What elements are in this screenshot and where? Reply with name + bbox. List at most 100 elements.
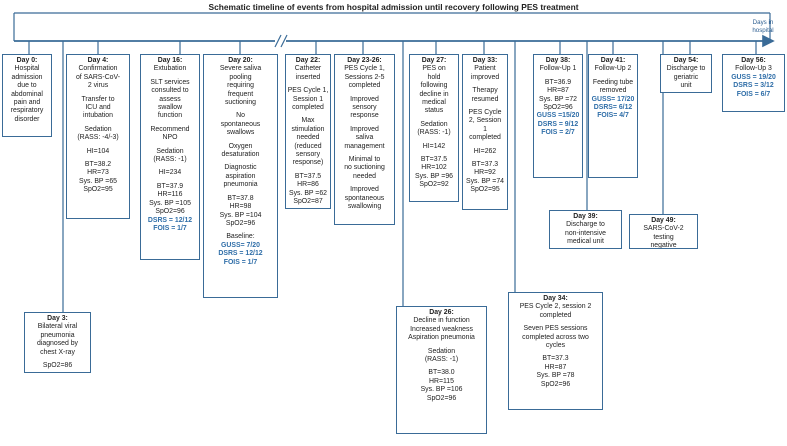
event-line: respiratory bbox=[10, 107, 44, 115]
event-line: Sys. BP =78 bbox=[536, 372, 575, 380]
event-line: Sedation bbox=[156, 147, 184, 155]
event-line: Sessions 2-5 bbox=[344, 73, 385, 81]
event-line: Aspiration pneumonia bbox=[408, 334, 475, 342]
event-line: Sedation bbox=[427, 347, 456, 355]
event-heading: Day 0: bbox=[16, 57, 38, 64]
event-line: function bbox=[157, 112, 183, 120]
event-line: HR=86 bbox=[297, 181, 319, 189]
event-line: HI=262 bbox=[473, 147, 497, 155]
event-line: SpO2=96 bbox=[225, 219, 256, 227]
event-line: HI=234 bbox=[158, 169, 182, 177]
event-heading: Day 33: bbox=[472, 57, 498, 64]
event-line: HI=142 bbox=[422, 142, 446, 150]
event-line: BT=37.3 bbox=[471, 161, 499, 169]
event-line: aspiration bbox=[225, 172, 256, 180]
event-line: decline in bbox=[419, 90, 449, 98]
event-line: Oxygen bbox=[228, 142, 253, 150]
event-line: PES on bbox=[422, 65, 446, 73]
timeline-break-mark-1 bbox=[274, 34, 282, 48]
event-score: GUSS =15/20 bbox=[536, 112, 580, 120]
event-line: PES Cycle bbox=[468, 109, 502, 117]
event-line: completed bbox=[469, 134, 501, 142]
event-line: Sys. BP =105 bbox=[149, 199, 191, 207]
event-line: no suctioning bbox=[344, 164, 385, 172]
event-score: FOIS = 1/7 bbox=[153, 224, 187, 232]
event-line: Sys. BP =62 bbox=[289, 189, 327, 197]
event-line: Recommend bbox=[150, 125, 190, 133]
event-line: Improved bbox=[350, 186, 379, 194]
event-line: spontaneous bbox=[344, 194, 385, 202]
event-line: SpO2=95 bbox=[83, 186, 113, 194]
event-line: chest X-ray bbox=[40, 348, 75, 356]
event-line: 2, Session bbox=[468, 117, 502, 125]
event-line: HI=104 bbox=[86, 147, 110, 155]
timeline-break-gap bbox=[275, 36, 286, 46]
event-line: Seven PES sessions bbox=[523, 325, 588, 333]
event-line: following bbox=[420, 82, 448, 90]
event-heading: Day 54: bbox=[673, 57, 699, 64]
event-line: sensory bbox=[295, 151, 321, 159]
event-line: diagnosed by bbox=[37, 340, 78, 348]
event-line: Session 1 bbox=[292, 95, 324, 103]
event-line: Discharge to bbox=[566, 221, 605, 229]
event-line: Confirmation bbox=[78, 65, 118, 73]
event-line: SpO2=96 bbox=[540, 380, 571, 388]
event-line: SpO2=96 bbox=[155, 208, 185, 216]
event-line: PES Cycle 1, bbox=[344, 65, 385, 73]
event-heading: Day 39: bbox=[573, 213, 598, 220]
event-score: GUSS = 19/20 bbox=[731, 73, 776, 81]
event-line: Discharge to bbox=[666, 65, 706, 73]
event-heading: Day 38: bbox=[545, 57, 571, 64]
event-line: medical unit bbox=[567, 238, 604, 246]
event-score: DSRS = 12/12 bbox=[218, 250, 263, 258]
event-line: (RASS: -4/-3) bbox=[77, 134, 119, 142]
event-heading: Day 49: bbox=[651, 217, 676, 224]
event-line: Transfer to bbox=[81, 95, 115, 103]
event-line: SpO2=86 bbox=[42, 362, 73, 370]
event-line: Sys. BP =72 bbox=[539, 95, 577, 103]
event-line: resumed bbox=[471, 95, 499, 103]
event-line: Catheter bbox=[294, 65, 322, 73]
event-line: testing bbox=[653, 233, 674, 241]
event-line: PES Cycle 1, bbox=[287, 87, 329, 95]
event-line: Bilateral viral bbox=[37, 323, 78, 331]
axis-label: Days in hospital bbox=[752, 19, 774, 34]
event-line: suctioning bbox=[224, 99, 257, 107]
event-line: needed bbox=[353, 172, 376, 180]
event-line: desaturation bbox=[221, 151, 260, 159]
event-score: FOIS = 2/7 bbox=[541, 129, 575, 137]
event-line: completed bbox=[292, 104, 324, 112]
event-line: status bbox=[424, 107, 444, 115]
event-line: pneumonia bbox=[223, 181, 258, 189]
event-line: stimulation bbox=[291, 125, 325, 133]
event-heading: Day 22: bbox=[295, 57, 321, 64]
event-line: abdominal bbox=[11, 90, 43, 98]
event-line: Hospital bbox=[14, 65, 40, 73]
event-line: admission bbox=[11, 73, 43, 81]
event-line: BT=37.8 bbox=[227, 194, 254, 202]
event-line: BT=37.3 bbox=[542, 355, 569, 363]
event-score: GUSS= 7/20 bbox=[221, 241, 260, 249]
event-line: BT=37.9 bbox=[156, 182, 184, 190]
event-line: BT=36.9 bbox=[544, 78, 572, 86]
event-line: SARS-CoV-2 bbox=[643, 225, 684, 233]
event-line: non-intensive bbox=[565, 229, 606, 237]
event-line: completed bbox=[539, 311, 572, 319]
event-line: BT=37.5 bbox=[420, 156, 448, 164]
event-heading: Day 56: bbox=[741, 57, 766, 64]
event-line: spontaneous bbox=[220, 120, 261, 128]
event-line: SpO2=87 bbox=[293, 198, 323, 206]
event-line: pneumonia bbox=[40, 331, 75, 339]
event-score: FOIS= 4/7 bbox=[597, 112, 629, 120]
event-line: SpO2=96 bbox=[543, 104, 573, 112]
event-line: swallow bbox=[157, 104, 183, 112]
